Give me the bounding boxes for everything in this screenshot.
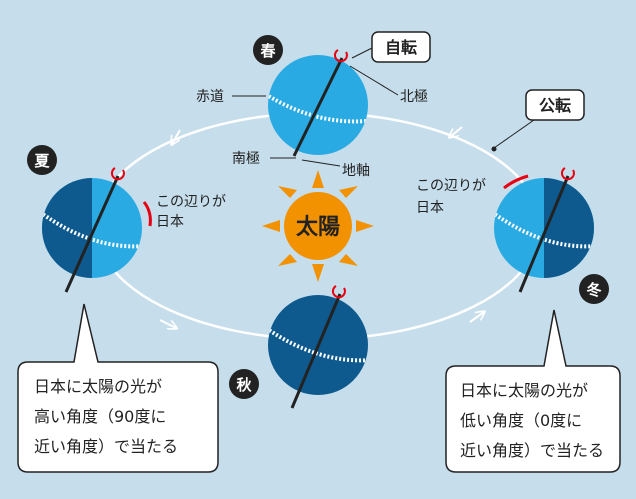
sun: 太陽 (262, 170, 374, 282)
svg-text:夏: 夏 (33, 152, 50, 170)
season-badge-summer: 夏 (27, 145, 57, 175)
rotation-icon-autumn (331, 285, 346, 299)
rotation-icon-spring (333, 49, 348, 63)
orbit-arrow-bottom-right (469, 312, 484, 323)
japan-marker-winter (503, 174, 529, 190)
axis-winter (518, 175, 570, 293)
callout-summer-line3: 近い角度）で当たる (34, 437, 178, 456)
japan-label-winter-line2: 日本 (416, 200, 444, 216)
axis-label: 地軸 (342, 163, 370, 179)
north-pole-label: 北極 (400, 89, 428, 105)
rotation-icon-winter (560, 167, 575, 181)
revolution-label: 公転 (539, 96, 571, 115)
callout-winter-line2: 低い角度（0度に (460, 411, 582, 430)
season-badge-spring: 春 (253, 35, 283, 65)
callout-summer (17, 303, 219, 473)
earth-summer (42, 167, 152, 293)
rotation-label-box (371, 31, 431, 63)
callout-winter (445, 309, 621, 473)
callout-summer-line2: 高い角度（90度に (34, 407, 166, 426)
japan-label-winter-line1: この辺りが (416, 178, 486, 194)
sun-label: 太陽 (296, 215, 340, 240)
south-pole-label: 南極 (232, 151, 260, 167)
axis-autumn (290, 293, 342, 409)
rotation-icon-summer (110, 167, 125, 181)
rotation-label: 自転 (385, 38, 417, 57)
svg-text:冬: 冬 (586, 281, 601, 299)
earth-winter (494, 167, 594, 293)
svg-text:春: 春 (260, 42, 275, 60)
callout-winter-line1: 日本に太陽の光が (460, 381, 588, 400)
season-badge-autumn: 秋 (229, 369, 259, 399)
japan-label-summer-line2: 日本 (156, 214, 184, 230)
axis-summer (64, 175, 120, 293)
callout-summer-line1: 日本に太陽の光が (34, 377, 162, 396)
japan-marker-summer (142, 201, 152, 227)
callout-winter-line3: 近い角度）で当たる (460, 441, 604, 460)
earth-autumn (268, 285, 368, 409)
revolution-label-box (525, 89, 585, 121)
orbit-arrow-top-right (450, 126, 463, 137)
svg-text:秋: 秋 (236, 376, 252, 394)
axis-spring (292, 57, 344, 157)
season-badge-winter: 冬 (579, 274, 609, 304)
japan-label-summer-line1: この辺りが (156, 194, 226, 210)
equator-label: 赤道 (196, 89, 224, 105)
earth-spring (268, 49, 368, 157)
orbit-arrow-bottom-left (159, 319, 176, 328)
orbit-arrow-top-left (172, 129, 181, 144)
